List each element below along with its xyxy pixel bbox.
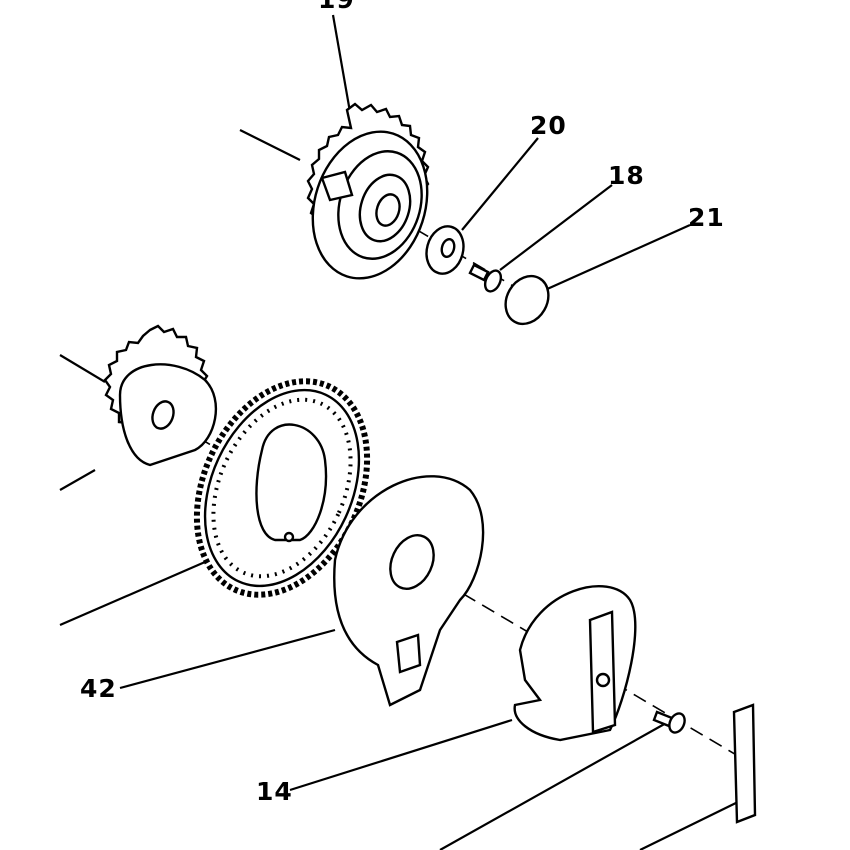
screw-18-shank (468, 263, 490, 282)
cam-block-slot (588, 610, 617, 734)
plate-42 (333, 475, 485, 707)
leader-21 (544, 223, 691, 292)
upper-hub-bore (375, 193, 401, 227)
leader-20 (461, 137, 539, 231)
washer-20 (425, 225, 465, 275)
lower-sprocket-bore (151, 400, 175, 430)
callout-42: 42 (80, 674, 117, 703)
screw-18-head (483, 269, 503, 293)
callout-20: 20 (530, 111, 567, 140)
index-plate-body (732, 703, 757, 824)
callout-21: 21 (688, 203, 725, 232)
ring-gear-pin (283, 531, 295, 543)
leader-18 (499, 184, 613, 271)
cam-block-body (513, 585, 637, 742)
leader-unlabeled-screw (439, 721, 669, 850)
leader-lines (59, 14, 743, 850)
plate-42-body (333, 475, 485, 707)
washer-inner (440, 237, 456, 259)
leader-unlabeled-lower-sprocket-a (59, 354, 106, 383)
index-plate (732, 703, 757, 824)
callout-labels: 19 20 18 21 42 14 (80, 0, 725, 806)
cam-block-14 (513, 585, 637, 742)
small-screw (652, 710, 686, 734)
callout-18: 18 (608, 161, 645, 190)
ring-gear-scale (211, 397, 353, 579)
leader-unlabeled-ring-gear (59, 560, 206, 627)
cap-21-disc (504, 274, 550, 326)
lower-sprocket (103, 324, 218, 467)
small-screw-head (668, 712, 686, 734)
cap-21 (504, 274, 550, 326)
plate-42-tab (395, 633, 422, 674)
callout-19: 19 (318, 0, 355, 14)
ring-gear-window (255, 423, 328, 542)
leader-42 (119, 628, 336, 690)
cam-block-hole (595, 672, 611, 688)
screw-18 (468, 263, 503, 293)
leader-unlabeled-plate (639, 799, 743, 850)
leader-unlabeled-lower-sprocket-b (59, 469, 96, 491)
plate-42-hole (389, 534, 435, 590)
leader-unlabeled-upper-sprocket (239, 129, 301, 161)
upper-sprocket-hub (306, 102, 430, 280)
callout-14: 14 (256, 777, 293, 806)
leader-19 (331, 14, 352, 113)
leader-14 (289, 718, 513, 792)
upper-hub-key (320, 170, 354, 202)
